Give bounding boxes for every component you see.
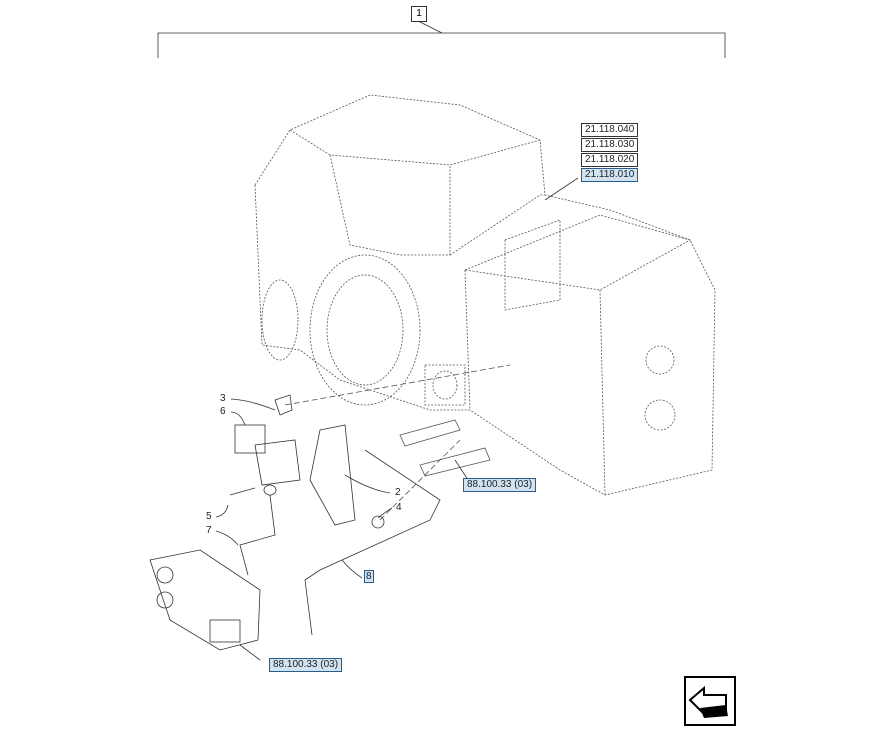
valve-block bbox=[149, 394, 441, 651]
ref-link-housing-4[interactable]: 21.118.010 bbox=[581, 168, 639, 182]
ref-link-housing-3[interactable]: 21.118.020 bbox=[581, 153, 639, 167]
callout-8[interactable]: 8 bbox=[364, 570, 374, 583]
callout-5[interactable]: 5 bbox=[206, 511, 212, 522]
assembly-number: 1 bbox=[411, 6, 427, 22]
ref-link-pipe[interactable]: 88.100.33 (03) bbox=[463, 478, 537, 492]
callout-7[interactable]: 7 bbox=[206, 525, 212, 536]
callout-4[interactable]: 4 bbox=[396, 502, 402, 513]
transmission-housing bbox=[254, 94, 716, 496]
ref-link-housing-2[interactable]: 21.118.030 bbox=[581, 138, 639, 152]
arrow-left-icon bbox=[688, 685, 728, 718]
callout-6[interactable]: 6 bbox=[220, 406, 226, 417]
ref-link-valve[interactable]: 88.100.33 (03) bbox=[269, 658, 343, 672]
back-navigation-button[interactable] bbox=[684, 676, 736, 726]
ref-link-housing-1[interactable]: 21.118.040 bbox=[581, 123, 639, 137]
callout-2[interactable]: 2 bbox=[395, 487, 401, 498]
callout-3[interactable]: 3 bbox=[220, 393, 226, 404]
